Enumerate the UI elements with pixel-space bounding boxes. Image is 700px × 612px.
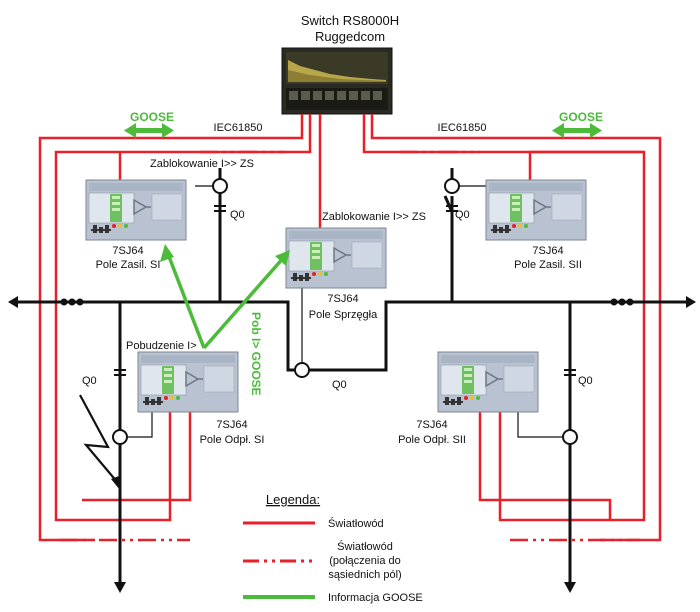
feeder-s2-name: Pole Zasil. SII — [514, 259, 582, 271]
switch-title-line1: Switch RS8000H — [301, 13, 399, 28]
fiber-link-right-middle — [362, 114, 646, 522]
switch-rs8000h — [281, 47, 393, 115]
goose-arrowhead-coupler-icon — [275, 250, 290, 266]
outgoing-s1-model: 7SJ64 — [216, 419, 247, 431]
arrow-down-left-icon — [114, 582, 126, 593]
feeder-s2-model: 7SJ64 — [532, 245, 563, 257]
arrow-down-right-icon — [564, 582, 576, 593]
blocking-label-left: Zablokowanie I>> ZS — [150, 158, 254, 170]
q0-feeder-right: Q0 — [455, 209, 470, 221]
goose-messages — [166, 253, 287, 350]
coupler-name: Pole Sprzęgła — [309, 309, 378, 321]
goose-link-to-feeder — [166, 253, 206, 349]
breaker-ticks — [114, 205, 576, 376]
outgoing-s2-name: Pole Odpł. SII — [398, 434, 466, 446]
legend-fiber-neighbors-line1: Światłowód — [337, 540, 393, 553]
switch-title-line2: Ruggedcom — [315, 29, 385, 44]
goose-label-right: GOOSE — [559, 110, 603, 124]
fiber-link-outgoing-s2-left — [478, 412, 612, 520]
protocol-label-right: IEC61850 — [438, 122, 487, 134]
legend-fiber-label: Światłowód — [328, 517, 384, 530]
ied-outgoing-s1 — [137, 351, 239, 413]
legend-fiber-neighbors-line2: (połączenia do — [329, 555, 401, 567]
legend: Legenda: Światłowód Światłowód (połączen… — [243, 492, 423, 604]
goose-link-to-coupler — [202, 254, 287, 350]
open-breaker-s2 — [443, 195, 454, 213]
blocking-label-center: Zablokowanie I>> ZS — [322, 211, 426, 223]
coupler-model: 7SJ64 — [327, 293, 358, 305]
legend-fiber-neighbors-line3: sąsiednich pól) — [328, 569, 401, 581]
feeder-s1-name: Pole Zasil. SI — [96, 259, 161, 271]
fiber-link-right-outer — [370, 114, 662, 542]
fiber-link-feeder-s2 — [528, 150, 644, 180]
goose-label-left: GOOSE — [130, 110, 174, 124]
fiber-link-left-outer — [38, 114, 304, 542]
goose-arrow-left-icon — [124, 123, 174, 138]
q0-feeder-left: Q0 — [230, 209, 245, 221]
pickup-label: Pobudzenie I> — [126, 340, 197, 352]
fault-lightning-icon — [79, 394, 119, 484]
ied-outgoing-s2 — [437, 351, 539, 413]
fiber-solid-links — [38, 114, 662, 542]
ied-feeder-s2 — [485, 179, 587, 241]
q0-coupler: Q0 — [332, 379, 347, 391]
protocol-label-left: IEC61850 — [214, 122, 263, 134]
arrow-right-icon — [686, 296, 696, 308]
feeder-s1-model: 7SJ64 — [112, 245, 143, 257]
fiber-link-left-middle — [54, 114, 312, 522]
current-transformers — [112, 178, 578, 445]
legend-title: Legenda: — [266, 492, 320, 507]
outgoing-s2-model: 7SJ64 — [416, 419, 447, 431]
ied-coupler — [285, 227, 387, 289]
fiber-neighbor-links — [60, 150, 640, 542]
outgoing-s1-name: Pole Odpł. SI — [200, 434, 265, 446]
q0-outgoing-left: Q0 — [82, 375, 97, 387]
fiber-link-outgoing-s1-right — [82, 412, 192, 502]
bus-section-dots — [60, 298, 634, 306]
goose-vertical-label: Pob I> GOOSE — [249, 312, 263, 396]
q0-outgoing-right: Q0 — [578, 375, 593, 387]
goose-arrow-right-icon — [552, 123, 602, 138]
ied-feeder-s1 — [85, 179, 187, 241]
legend-goose-label: Informacja GOOSE — [328, 592, 423, 604]
goose-arrowhead-feeder-icon — [160, 244, 174, 262]
arrow-left-icon — [8, 296, 18, 308]
coupler-path — [270, 300, 392, 372]
